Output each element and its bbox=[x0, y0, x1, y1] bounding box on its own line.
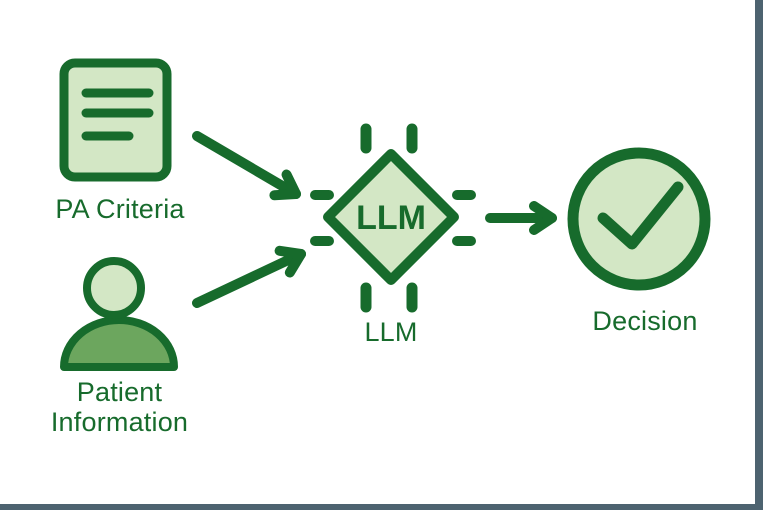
arrow-patient-to-llm bbox=[192, 245, 306, 308]
pa-criteria-label: PA Criteria bbox=[55, 194, 185, 224]
decision-label: Decision bbox=[592, 306, 698, 336]
person-icon bbox=[60, 257, 178, 371]
patient-information-label: Patient Information bbox=[50, 377, 189, 437]
chip-diamond-icon: LLM bbox=[310, 123, 476, 313]
chip-llm-text: LLM bbox=[356, 199, 426, 237]
llm-caption: LLM bbox=[364, 317, 418, 347]
check-circle-icon bbox=[567, 147, 711, 291]
document-icon bbox=[59, 58, 172, 182]
arrow-pa-to-llm bbox=[192, 131, 301, 201]
